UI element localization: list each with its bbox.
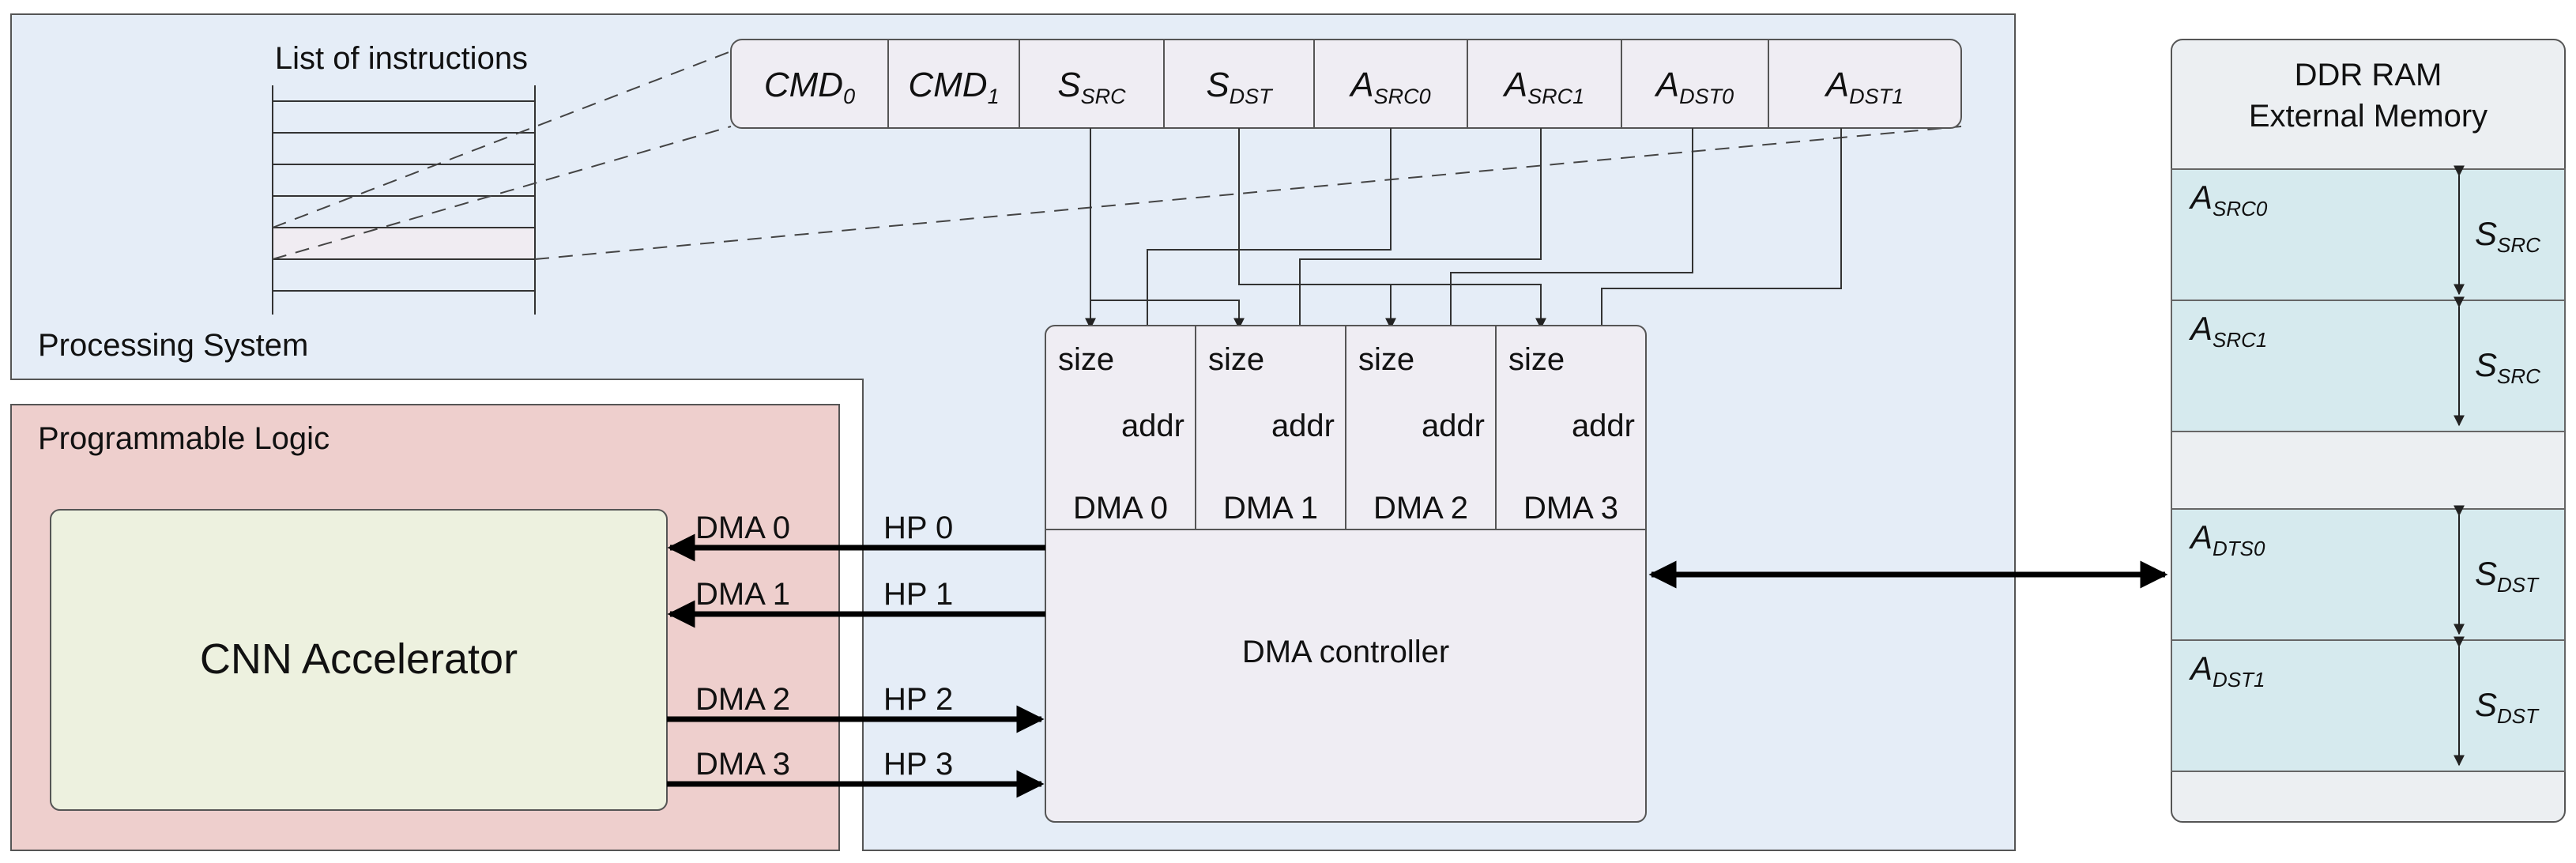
instruction-field: ADST0 [1654, 66, 1734, 108]
addr-register-label: addr [1121, 409, 1184, 443]
hp-port-0: DMA 0 HP 0 [667, 511, 1045, 562]
dma-port-label: DMA 0 [695, 511, 790, 545]
memory-size-label: SSRC [2475, 215, 2540, 257]
instruction-field: SSRC [1057, 66, 1126, 108]
instruction-format-table [730, 39, 1962, 129]
dma-channel-name: DMA 1 [1223, 491, 1318, 526]
hp-port-label: HP 1 [883, 577, 953, 612]
size-register-label: size [1208, 342, 1264, 377]
memory-address-label: ADST1 [2188, 650, 2265, 692]
ddr-ram-title: DDR RAM [2295, 58, 2442, 92]
dma-channel-name: DMA 3 [1523, 491, 1618, 526]
instruction-field: SDST [1206, 66, 1274, 108]
addr-register-label: addr [1572, 409, 1635, 443]
hp-port-3: DMA 3 HP 3 [667, 747, 1045, 798]
hp-port-label: HP 3 [883, 747, 953, 782]
dma-port-label: DMA 1 [695, 577, 790, 612]
hp-port-label: HP 0 [883, 511, 953, 545]
zoom-dashed-lines [272, 51, 1962, 260]
dma-channel-name: DMA 0 [1073, 491, 1168, 526]
memory-address-label: ASRC0 [2188, 179, 2268, 220]
addr-register-label: addr [1271, 409, 1335, 443]
instruction-field: CMD1 [908, 66, 999, 108]
instruction-field: CMD0 [764, 66, 855, 108]
cnn-accelerator-label: CNN Accelerator [200, 635, 518, 683]
instruction-field: ASRC0 [1348, 66, 1430, 108]
dma-port-label: DMA 2 [695, 682, 790, 717]
memory-size-label: SDST [2475, 555, 2540, 597]
memory-address-label: ASRC1 [2188, 310, 2267, 352]
instruction-field: ADST1 [1824, 66, 1904, 108]
memory-size-label: SSRC [2475, 346, 2540, 388]
instruction-list [272, 85, 536, 315]
processing-system-label: Processing System [38, 328, 308, 363]
memory-address-label: ADTS0 [2188, 518, 2265, 560]
memory-size-label: SDST [2475, 686, 2540, 728]
dma-controller-label: DMA controller [1242, 635, 1449, 669]
size-register-label: size [1058, 342, 1114, 377]
hp-port-2: DMA 2 HP 2 [667, 682, 1045, 733]
cnn-accelerator-block [50, 509, 668, 811]
instruction-field: ASRC1 [1502, 66, 1584, 108]
programmable-logic-label: Programmable Logic [38, 421, 330, 456]
hp-port-label: HP 2 [883, 682, 953, 717]
dma-port-label: DMA 3 [695, 747, 790, 782]
size-register-label: size [1358, 342, 1414, 377]
instruction-list-title: List of instructions [275, 41, 528, 76]
size-register-label: size [1508, 342, 1565, 377]
ddr-ram-subtitle: External Memory [2249, 99, 2487, 134]
hp-port-1: DMA 1 HP 1 [667, 577, 1045, 628]
dma-channel-name: DMA 2 [1373, 491, 1468, 526]
addr-register-label: addr [1422, 409, 1485, 443]
